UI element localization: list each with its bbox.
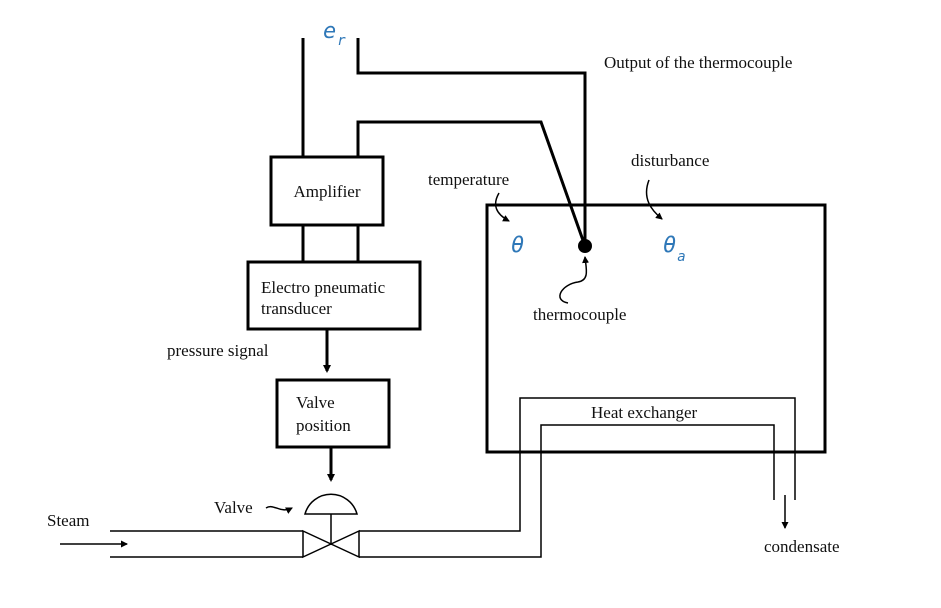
valve-actuator	[304, 493, 358, 515]
heat-exchanger-label: Heat exchanger	[591, 403, 698, 422]
transducer-block: Electro pneumatic transducer	[246, 260, 422, 331]
control-valve	[302, 493, 360, 559]
heat-exchanger-pipe-outer	[359, 397, 796, 532]
thermocouple-pointer	[559, 256, 590, 304]
thermocouple-output-wire	[356, 38, 587, 246]
temperature-label: temperature	[428, 170, 509, 189]
amplifier-label: Amplifier	[293, 182, 360, 201]
amplifier-block: Amplifier	[269, 155, 385, 227]
valve-pointer	[265, 505, 293, 514]
temperature-symbol: θ	[511, 233, 524, 258]
thermocouple-output-label: Output of the thermocouple	[604, 53, 792, 72]
tank	[485, 203, 827, 454]
thermocouple-label: thermocouple	[533, 305, 626, 324]
valve-position-label-line1: Valve	[296, 393, 335, 412]
heat-exchanger-pipe-inner	[359, 424, 775, 558]
heat-exchanger-pipe	[359, 397, 796, 558]
disturbance-pointer	[645, 179, 663, 220]
transducer-label-line1: Electro pneumatic	[261, 278, 386, 297]
valve-position-block: Valve position	[275, 378, 391, 449]
steam-label: Steam	[47, 511, 90, 530]
condensate-label: condensate	[764, 537, 840, 556]
pressure-signal-label: pressure signal	[167, 341, 269, 360]
valve-position-label-line2: position	[296, 416, 351, 435]
disturbance-symbol: θa	[663, 233, 686, 265]
thermocouple-feedback-wire	[356, 120, 587, 247]
disturbance-label: disturbance	[631, 151, 709, 170]
temperature-pointer	[494, 192, 510, 222]
reference-symbol: er	[323, 19, 346, 49]
valve-label: Valve	[214, 498, 253, 517]
thermocouple-junction	[578, 239, 592, 253]
transducer-label-line2: transducer	[261, 299, 332, 318]
